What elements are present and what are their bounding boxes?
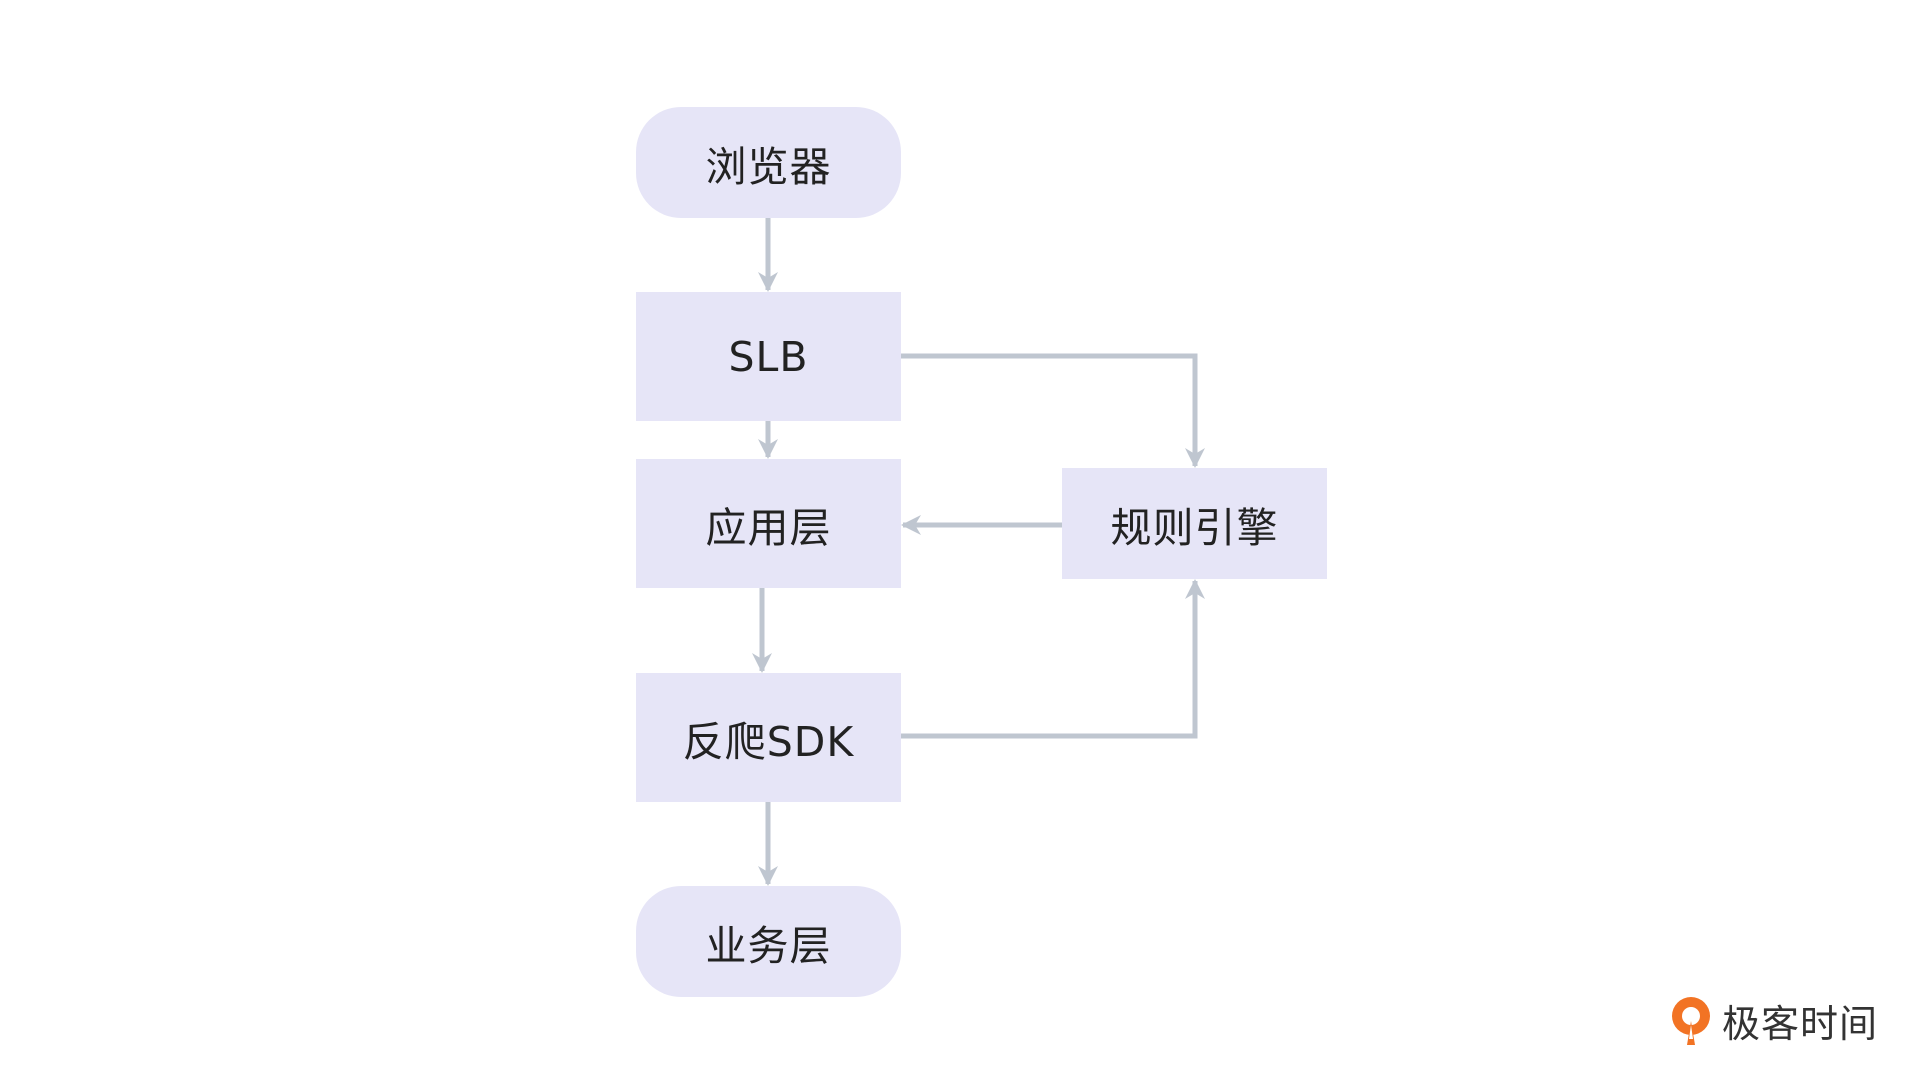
node-slb: SLB — [636, 292, 901, 421]
arrow-slb-to-rule-engine — [901, 353, 1205, 468]
arrow-sdk-to-rule-engine — [901, 579, 1205, 739]
node-browser: 浏览器 — [636, 107, 901, 218]
node-rule-engine-label: 规则引擎 — [1110, 503, 1279, 552]
node-app-layer-label: 应用层 — [705, 503, 832, 552]
node-slb-label: SLB — [728, 332, 809, 381]
node-anti-crawl-sdk: 反爬SDK — [636, 673, 901, 802]
geektime-logo-text: 极客时间 — [1722, 1002, 1879, 1046]
node-rule-engine: 规则引擎 — [1062, 468, 1327, 579]
node-app-layer: 应用层 — [636, 459, 901, 588]
geektime-logo-icon — [1672, 996, 1710, 1045]
node-business-layer-label: 业务层 — [705, 921, 832, 970]
geektime-logo: 极客时间 — [1668, 993, 1878, 1048]
node-anti-crawl-sdk-label: 反爬SDK — [682, 717, 855, 766]
node-browser-label: 浏览器 — [705, 142, 832, 191]
node-business-layer: 业务层 — [636, 886, 901, 997]
